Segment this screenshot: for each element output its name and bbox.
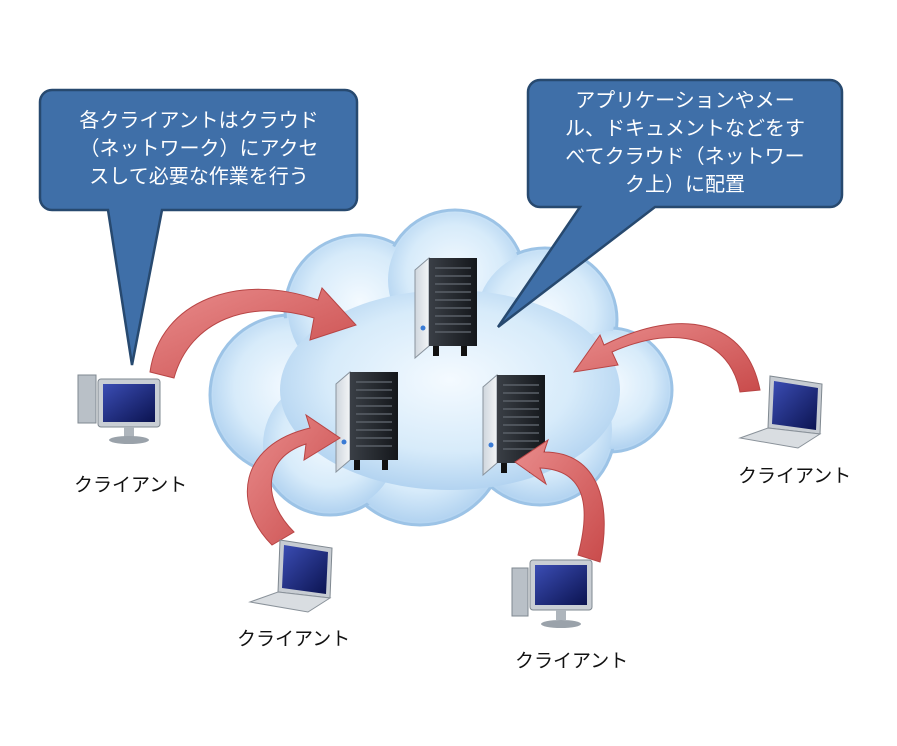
server-icon bbox=[482, 373, 545, 477]
laptop-computer-icon bbox=[738, 375, 823, 449]
client-label: クライアント bbox=[738, 465, 852, 487]
callout-left-text: 各クライアントはクラウド （ネットワーク）にアクセ スして必要な作業を行う bbox=[79, 108, 319, 188]
arrow-to-cloud bbox=[514, 438, 605, 563]
server-icon bbox=[414, 256, 477, 360]
callout-right bbox=[496, 78, 844, 328]
arrow-to-cloud bbox=[149, 287, 357, 379]
desktop-computer-icon bbox=[77, 374, 161, 444]
client-label: クライアント bbox=[74, 474, 188, 496]
server-icon bbox=[335, 370, 398, 474]
arrow-to-cloud bbox=[572, 323, 761, 393]
callout-right-text: アプリケーションやメー ル、ドキュメントなどをす べてクラウド（ネットワー ク上… bbox=[565, 88, 805, 196]
client-label: クライアント bbox=[237, 628, 351, 650]
client-label: クライアント bbox=[515, 650, 629, 672]
laptop-computer-icon bbox=[248, 539, 333, 613]
desktop-computer-icon bbox=[511, 559, 593, 628]
callout-left bbox=[38, 88, 359, 366]
arrow-to-cloud bbox=[246, 413, 341, 546]
